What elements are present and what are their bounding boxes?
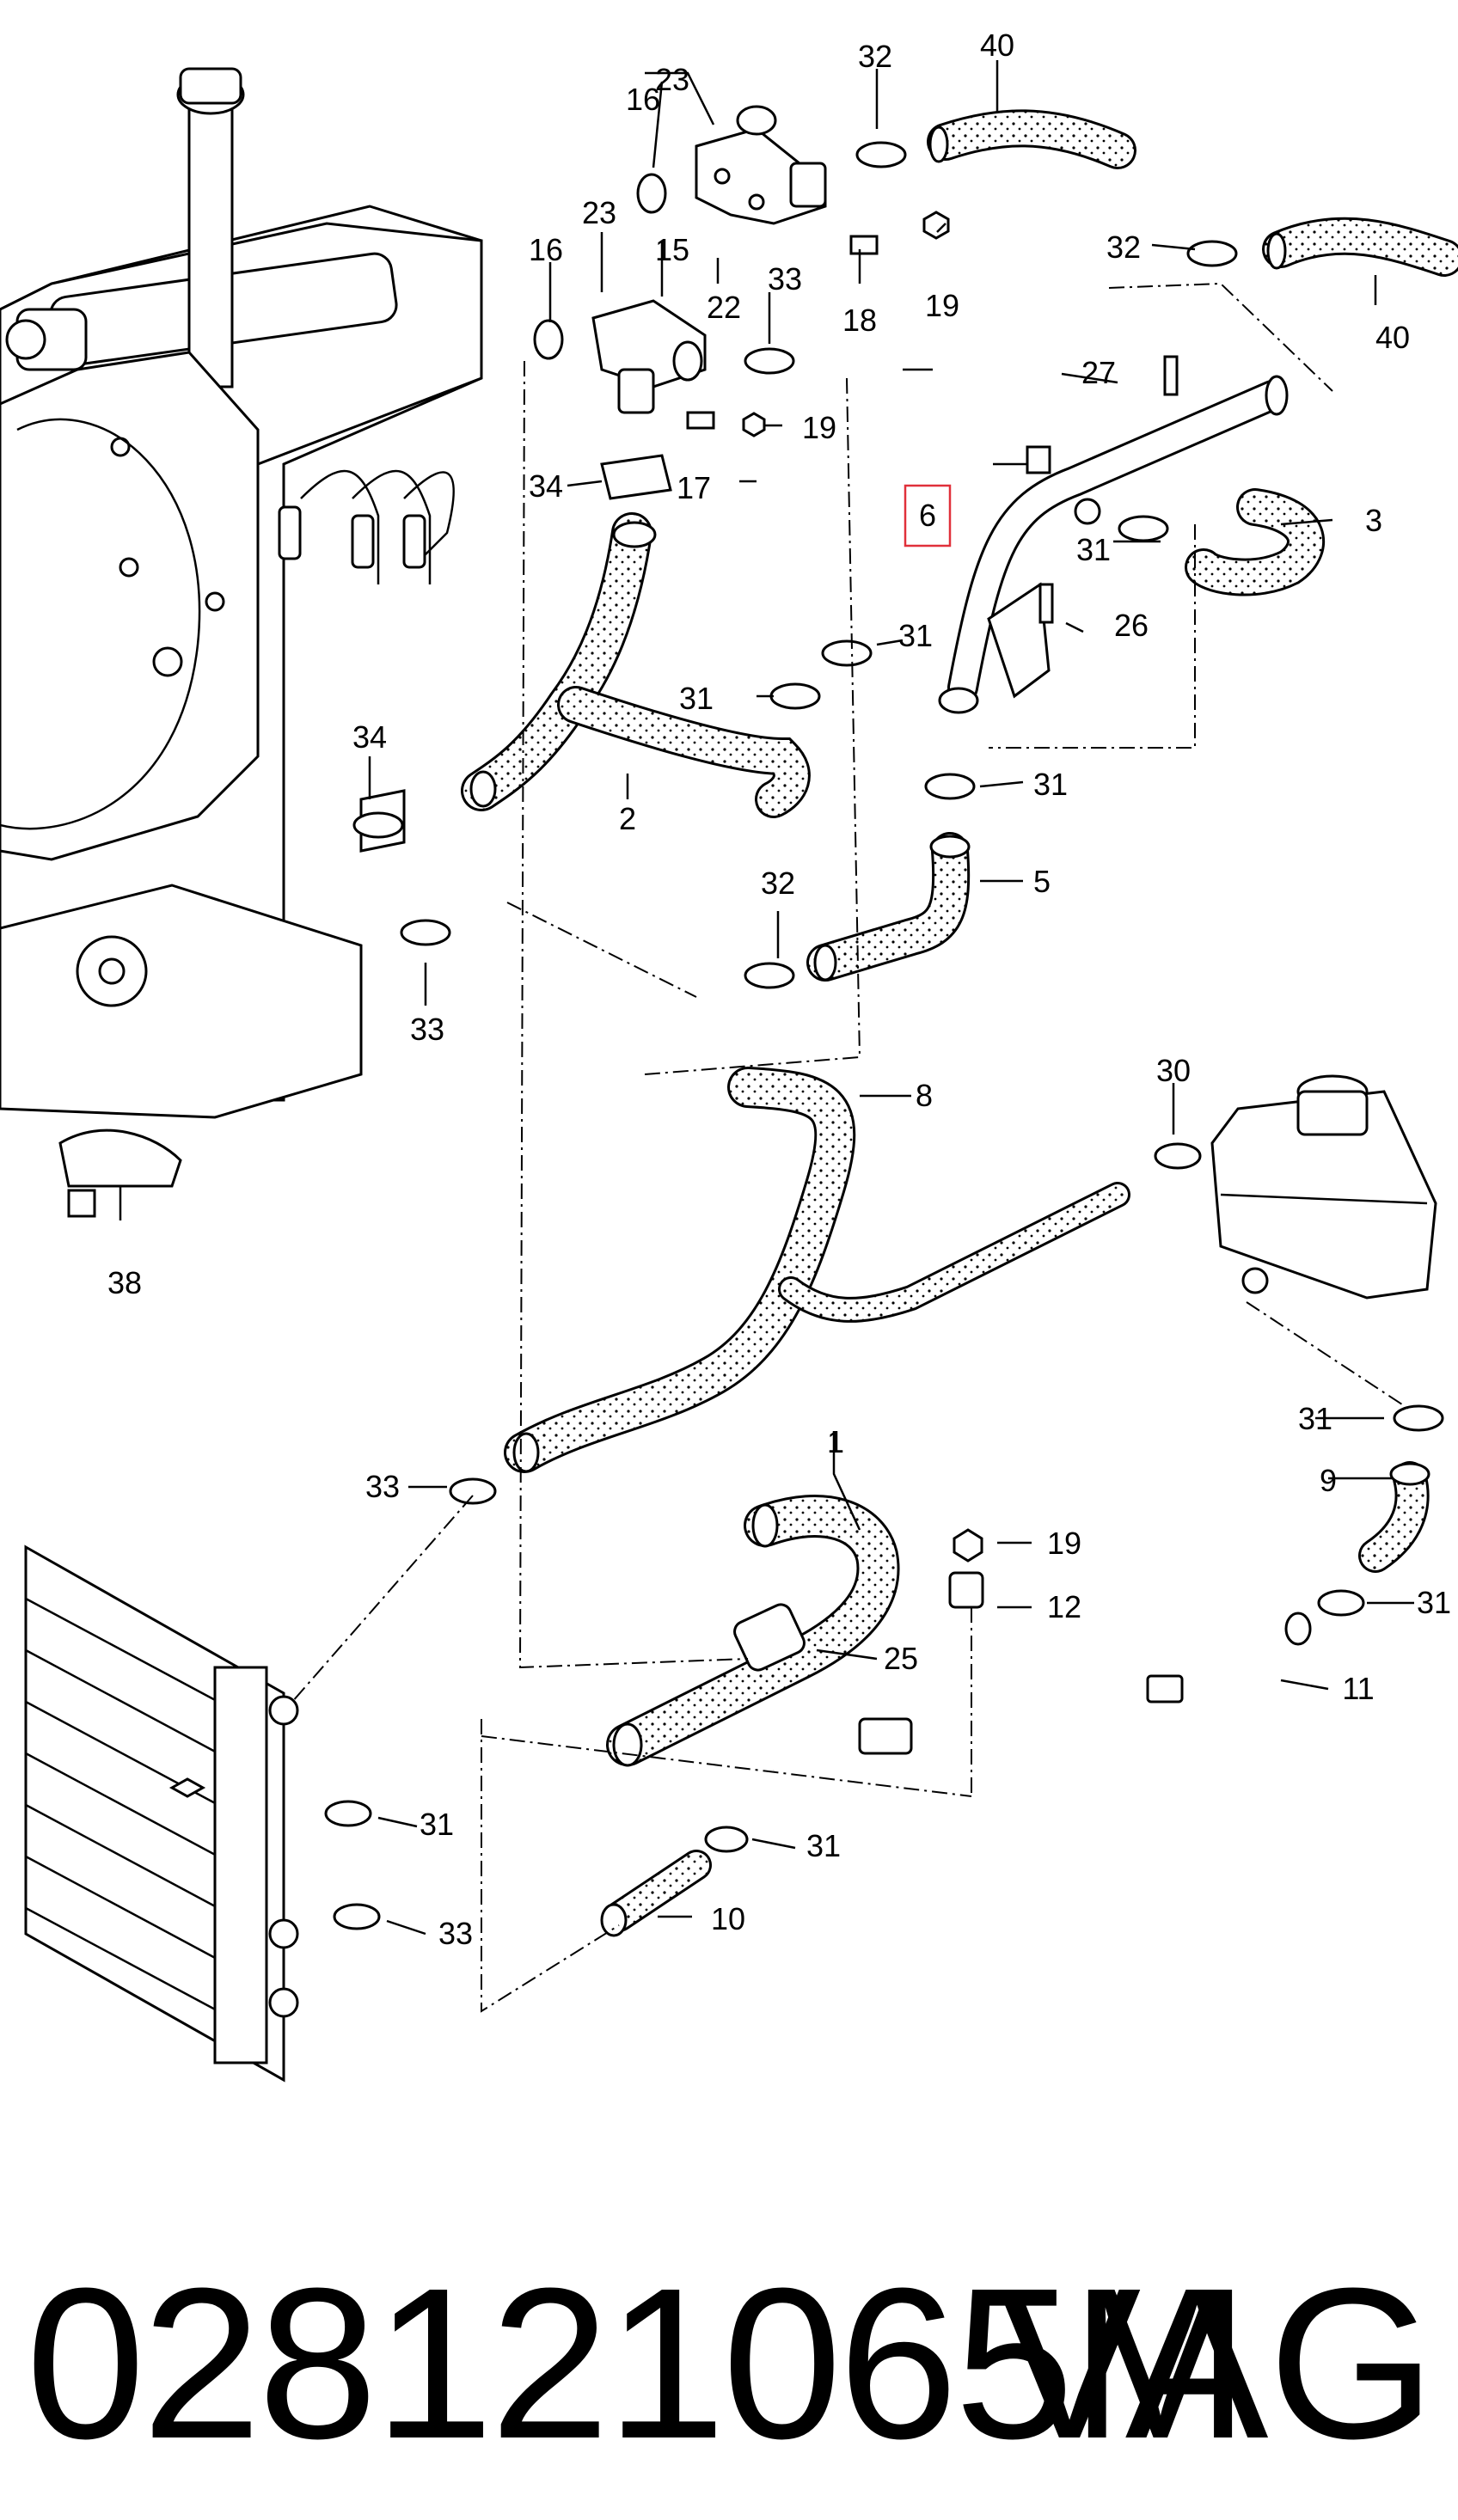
hose-3	[1185, 488, 1325, 596]
callout-19: 19	[925, 288, 959, 323]
callout-33: 33	[365, 1469, 400, 1504]
callout-31: 31	[420, 1807, 454, 1842]
hose-9	[1358, 1461, 1430, 1573]
callout-33: 33	[438, 1916, 473, 1951]
callout-15: 15	[655, 232, 689, 267]
callout-31: 31	[806, 1828, 841, 1863]
coolant-pipe-6	[938, 375, 1289, 714]
callout-19: 19	[802, 410, 836, 445]
hose-40-right	[1262, 217, 1458, 277]
hose-1	[606, 1495, 900, 1767]
hose-clamps	[324, 141, 1444, 1930]
callout-23: 23	[582, 195, 616, 230]
callout-8: 8	[916, 1078, 933, 1113]
callout-5: 5	[1033, 864, 1051, 899]
callout-31: 31	[898, 618, 933, 653]
brand-label: VAG	[997, 2243, 1436, 2483]
callout-10: 10	[711, 1901, 745, 1936]
engine-block	[0, 67, 483, 1119]
callout-31: 31	[1298, 1401, 1332, 1436]
highlight-box-6	[904, 484, 952, 547]
hose-2	[461, 512, 811, 818]
callout-9: 9	[1320, 1463, 1337, 1498]
coolant-pipe-11	[769, 1528, 1312, 1775]
callout-27: 27	[1081, 355, 1116, 390]
coolant-flange-22	[695, 105, 827, 225]
assembly-lines	[291, 282, 1411, 2013]
callout-33: 33	[768, 261, 802, 297]
callout-11: 11	[1342, 1671, 1374, 1706]
callout-18: 18	[842, 303, 877, 338]
callout-22: 22	[707, 290, 741, 325]
callout-31: 31	[679, 681, 714, 716]
hose-8	[504, 1067, 1130, 1473]
callout-34: 34	[529, 468, 563, 504]
callout-23: 23	[655, 62, 689, 97]
callout-31: 31	[1417, 1585, 1451, 1620]
hose-40-top	[927, 109, 1136, 169]
callout-6: 6	[919, 498, 936, 533]
callout-40: 40	[980, 28, 1014, 63]
flange-15	[591, 299, 707, 414]
callout-30: 30	[1156, 1053, 1191, 1088]
callout-12: 12	[1047, 1589, 1081, 1624]
callout-32: 32	[1106, 229, 1141, 265]
callout-26: 26	[1114, 608, 1149, 643]
callout-2: 2	[619, 801, 636, 836]
callout-19: 19	[1047, 1526, 1081, 1561]
callout-16: 16	[626, 82, 660, 117]
callout-25: 25	[884, 1641, 918, 1676]
callout-32: 32	[761, 865, 795, 901]
radiator	[24, 1544, 299, 2083]
hose-10	[600, 1850, 712, 1937]
leader-lines	[119, 60, 1414, 1936]
callout-38: 38	[107, 1265, 142, 1300]
callout-17: 17	[677, 470, 711, 505]
callout-16: 16	[529, 232, 563, 267]
callout-31: 31	[1033, 767, 1068, 802]
part-number: 028121065M	[26, 2243, 1250, 2483]
callout-34: 34	[352, 719, 387, 755]
callout-40: 40	[1375, 320, 1410, 355]
part-footer: 028121065M VAG	[26, 2235, 1436, 2492]
expansion-tank	[1210, 1074, 1437, 1300]
callout-31: 31	[1076, 532, 1111, 567]
callout-3: 3	[1365, 503, 1382, 538]
callout-33: 33	[410, 1012, 444, 1047]
callout-1: 1	[827, 1424, 844, 1459]
hose-5	[806, 832, 971, 982]
callout-32: 32	[858, 39, 892, 74]
coolant-hose-exploded-diagram: 23 16 32 40 23 16 15 22 33 18 19 32 40 2…	[0, 28, 1458, 2083]
callout-labels: 23 16 32 40 23 16 15 22 33 18 19 32 40 2…	[107, 28, 1451, 1951]
